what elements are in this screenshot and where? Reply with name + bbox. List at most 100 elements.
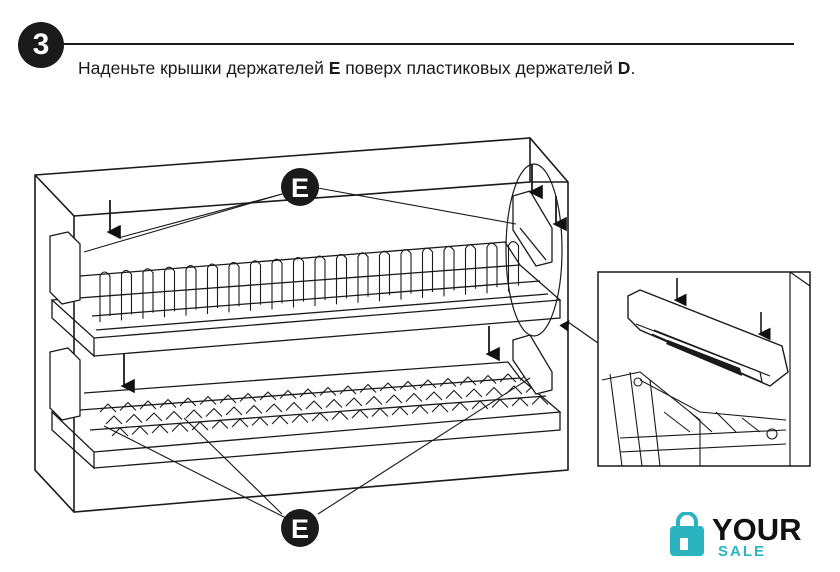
rack-chevron xyxy=(365,395,383,405)
rack-chevron xyxy=(405,392,423,402)
rack-chevron xyxy=(425,391,443,401)
lower-bowl-rack xyxy=(50,361,562,470)
callout-e-top: E xyxy=(291,173,309,203)
part-e-label: E xyxy=(328,58,341,78)
rack-chevron xyxy=(139,400,157,410)
rack-tine xyxy=(486,242,498,294)
rack-tine xyxy=(443,245,455,297)
rack-tine xyxy=(99,271,111,322)
rack-chevron xyxy=(311,412,329,422)
upper-rack-tines xyxy=(99,241,520,322)
rack-chevron xyxy=(499,373,517,383)
rack-chevron xyxy=(225,406,243,416)
rack-chevron xyxy=(251,416,269,426)
rack-chevron xyxy=(259,391,277,401)
rack-chevron xyxy=(245,404,263,414)
rack-chevron xyxy=(285,401,303,411)
rack-chevron xyxy=(145,412,163,422)
rack-chevron xyxy=(431,403,449,413)
rack-chevron xyxy=(351,409,369,419)
rack-chevron xyxy=(271,415,289,425)
rack-tine xyxy=(163,266,176,318)
rack-tine xyxy=(464,244,477,295)
inset-holder-cap xyxy=(627,289,789,387)
part-d-label: D xyxy=(617,58,631,78)
rack-tine xyxy=(357,252,369,303)
rack-chevron xyxy=(151,424,169,434)
rack-chevron xyxy=(491,398,509,408)
rack-chevron xyxy=(471,400,489,410)
callout-leaders xyxy=(83,187,531,519)
rack-chevron xyxy=(105,415,123,425)
rack-chevron xyxy=(439,377,457,387)
rack-chevron xyxy=(371,407,389,417)
rack-chevron xyxy=(211,419,229,429)
brand-logo: YOUR SALE xyxy=(666,512,806,562)
rack-chevron xyxy=(205,407,223,417)
rack-chevron xyxy=(325,398,343,408)
rack-tine xyxy=(142,268,154,319)
rack-chevron xyxy=(319,386,337,396)
detail-inset xyxy=(597,271,811,467)
rack-tine xyxy=(206,263,219,314)
rack-chevron xyxy=(239,392,257,402)
rack-chevron xyxy=(385,394,403,404)
logo-text-sale: SALE xyxy=(718,543,767,560)
rack-tine xyxy=(335,253,348,305)
rack-chevron xyxy=(159,398,177,408)
rack-chevron xyxy=(165,410,183,420)
rack-tine xyxy=(271,258,283,310)
holder-caps-right xyxy=(512,190,553,395)
rack-tine xyxy=(400,249,412,300)
rack-chevron xyxy=(479,374,497,384)
rack-chevron xyxy=(451,401,469,411)
rack-tine xyxy=(228,261,240,313)
upper-plate-rack xyxy=(50,241,562,358)
rack-chevron xyxy=(459,376,477,386)
rack-chevron xyxy=(445,389,463,399)
rack-chevron xyxy=(505,385,523,395)
callout-e-bottom-circle xyxy=(281,509,319,547)
rack-chevron xyxy=(399,380,417,390)
callout-e-top-circle xyxy=(281,168,319,206)
left-holders xyxy=(49,231,81,421)
rack-chevron xyxy=(419,379,437,389)
rack-chevron xyxy=(331,410,349,420)
rack-chevron xyxy=(179,397,197,407)
rack-tine xyxy=(292,257,305,308)
rack-tine xyxy=(249,260,262,311)
step-number-badge: 3 xyxy=(18,22,64,68)
rack-chevron xyxy=(119,401,137,411)
rack-chevron xyxy=(279,389,297,399)
rack-tine xyxy=(378,250,391,302)
logo-text-your: YOUR xyxy=(712,512,802,547)
rack-chevron xyxy=(339,385,357,395)
rack-tine xyxy=(120,269,133,321)
rack-chevron xyxy=(265,403,283,413)
detail-pointer-line xyxy=(559,319,599,344)
instruction-text: Наденьте крышки держателей E поверх плас… xyxy=(78,58,636,78)
rack-chevron xyxy=(199,395,217,405)
detail-highlight-ellipse xyxy=(505,163,563,337)
rack-chevron xyxy=(219,394,237,404)
placement-arrows xyxy=(106,164,567,394)
rack-chevron xyxy=(125,413,143,423)
rack-tine xyxy=(421,247,434,298)
rack-tine xyxy=(185,265,197,316)
rack-chevron xyxy=(171,422,189,432)
rack-chevron xyxy=(345,397,363,407)
shopping-bag-icon xyxy=(670,512,704,556)
rack-chevron xyxy=(299,388,317,398)
rack-chevron xyxy=(231,418,249,428)
rack-chevron xyxy=(465,388,483,398)
rack-chevron xyxy=(531,395,549,405)
lower-rack-chevrons xyxy=(99,371,549,437)
header-rule xyxy=(64,43,794,45)
rack-tine xyxy=(507,241,520,292)
rack-chevron xyxy=(111,427,129,437)
rack-chevron xyxy=(185,409,203,419)
rack-tine xyxy=(314,255,326,306)
step-number: 3 xyxy=(32,28,50,61)
rack-chevron xyxy=(305,400,323,410)
